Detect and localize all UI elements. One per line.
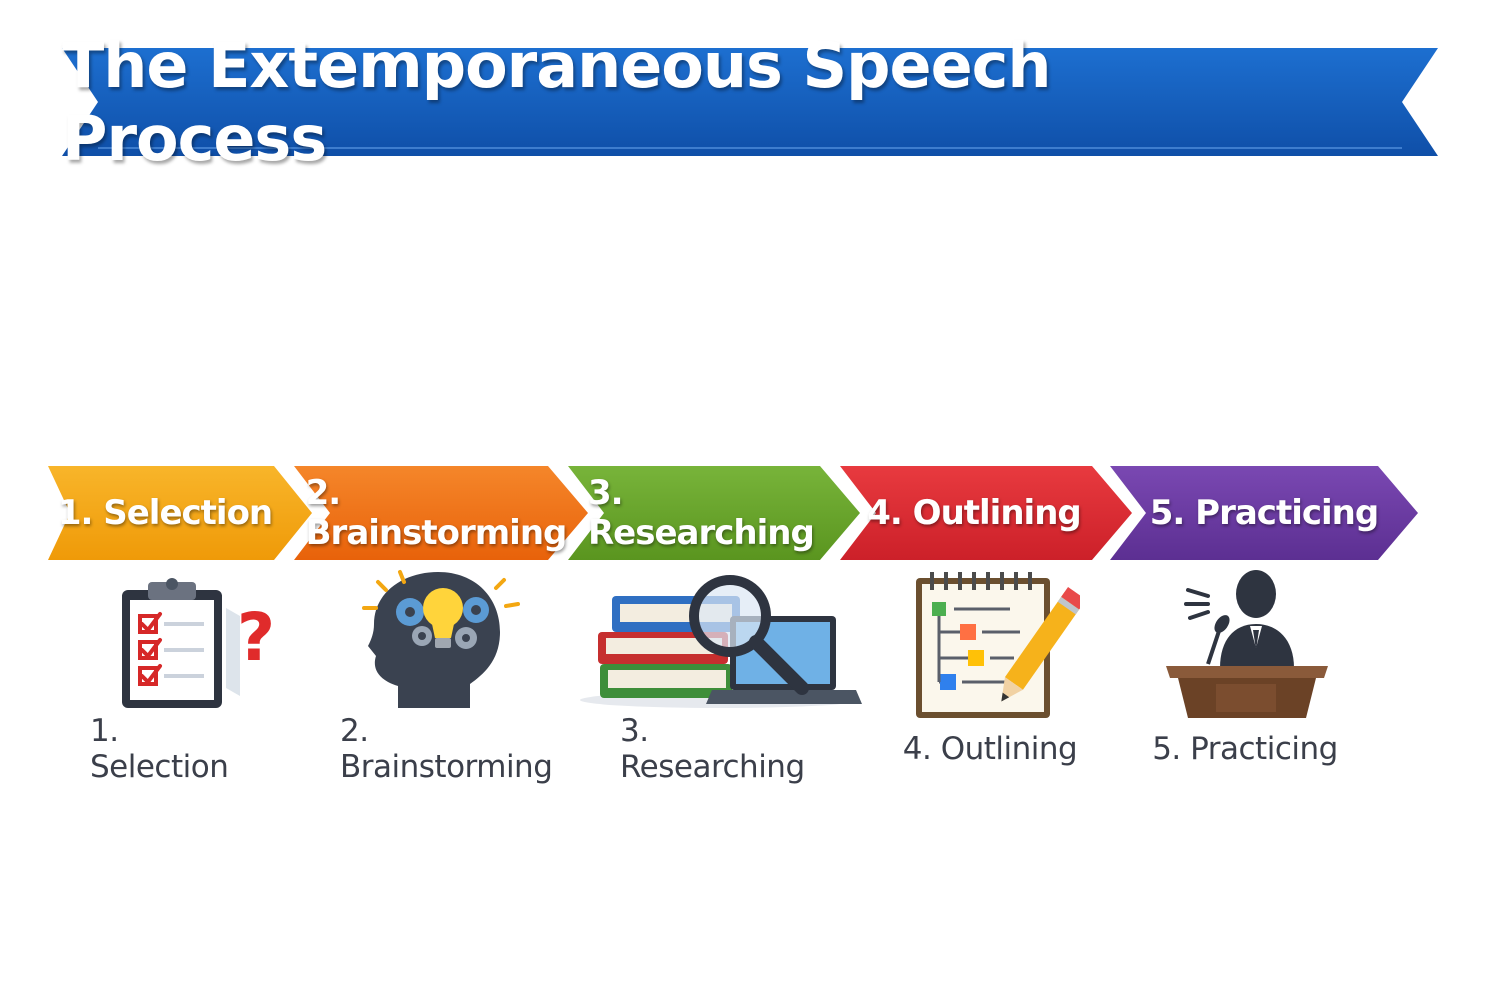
step-label: 2. Brainstorming bbox=[305, 473, 568, 553]
step-arrow-outlining: 4. Outlining bbox=[840, 466, 1132, 560]
books-magnifier-laptop-icon bbox=[580, 568, 862, 718]
step-label: 5. Practicing bbox=[1149, 493, 1379, 533]
step-arrow-selection: 1. Selection bbox=[48, 466, 312, 560]
step-caption-brainstorming: 2. Brainstorming bbox=[340, 713, 553, 785]
step-arrow-practicing: 5. Practicing bbox=[1110, 466, 1418, 560]
clipboard-checklist-icon: ? bbox=[108, 568, 288, 718]
step-label: 3. Researching bbox=[588, 473, 815, 553]
step-label: 4. Outlining bbox=[867, 493, 1081, 533]
step-label: 1. Selection bbox=[57, 493, 273, 533]
page-title: The Extemporaneous Speech Process bbox=[62, 29, 1052, 175]
step-arrow-researching: 3. Researching bbox=[568, 466, 860, 560]
step-arrow-brainstorming: 2. Brainstorming bbox=[294, 466, 588, 560]
step-caption-researching: 3. Researching bbox=[620, 713, 805, 785]
banner-ribbon-shape bbox=[62, 48, 1438, 156]
title-banner: The Extemporaneous Speech Process bbox=[62, 29, 1438, 175]
step-caption-selection: 1. Selection bbox=[90, 713, 229, 785]
step-caption-outlining: 4. Outlining bbox=[902, 731, 1078, 767]
head-lightbulb-gears-icon bbox=[358, 568, 528, 718]
step-caption-practicing: 5. Practicing bbox=[1152, 731, 1338, 767]
notepad-outline-pencil-icon bbox=[910, 568, 1087, 720]
svg-text:?: ? bbox=[237, 599, 275, 676]
speaker-podium-icon bbox=[1160, 568, 1332, 720]
